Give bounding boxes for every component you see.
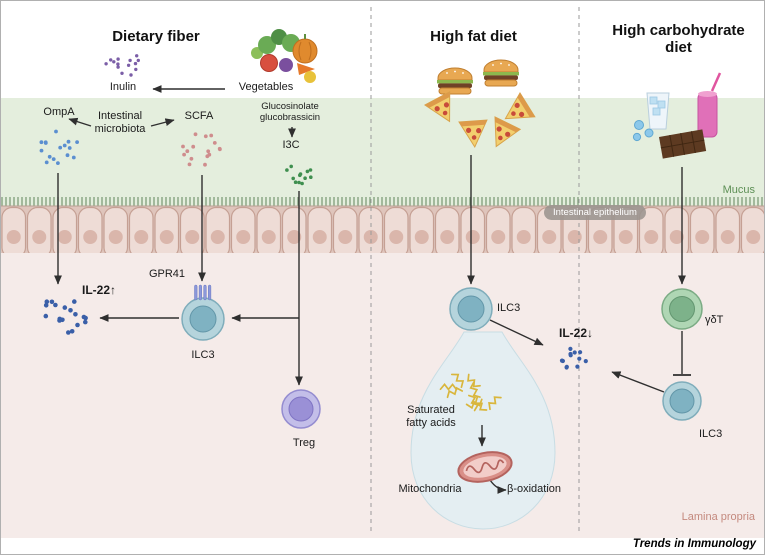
intestinal-epithelium-badge: Intestinal epithelium xyxy=(544,205,646,220)
beta-oxidation-label: β-oxidation xyxy=(507,483,562,495)
epithelium-layer xyxy=(1,206,764,253)
ilc3-label-fiber: ILC3 xyxy=(191,349,215,361)
journal-credit: Trends in Immunology xyxy=(632,538,756,550)
scfa-label: SCFA xyxy=(184,110,214,122)
gpr41-receptor-icon xyxy=(194,284,212,301)
inulin-dots xyxy=(104,54,140,77)
i3c-dots xyxy=(285,164,313,186)
scfa-dots xyxy=(181,132,222,167)
sweets-icon xyxy=(632,72,722,159)
il22-up-label: IL-22↑ xyxy=(81,283,116,297)
treg-label: Treg xyxy=(292,437,316,449)
ompa-label: OmpA xyxy=(43,106,75,118)
il22-down-label: IL-22↓ xyxy=(558,326,593,340)
brush-border-fringe xyxy=(1,197,764,206)
carb-panel-title: High carbohydrate diet xyxy=(612,22,745,57)
lamina-propria-layer xyxy=(1,253,764,538)
ilc3-label-carb: ILC3 xyxy=(699,428,723,440)
ilc3-cell-fiber xyxy=(181,297,225,341)
intestinal-microbiota-label: Intestinal microbiota xyxy=(94,110,146,135)
vegetables-icon xyxy=(251,29,318,83)
chocolate-icon xyxy=(659,129,707,159)
ilc3-cell-carb xyxy=(662,381,702,421)
i3c-label: I3C xyxy=(282,139,300,151)
glucosinolate-label: Glucosinolate glucobrassicin xyxy=(259,101,321,124)
inhibition-bar xyxy=(673,331,691,376)
inulin-label: Inulin xyxy=(109,81,137,93)
saturated-fatty-acid-squiggles xyxy=(439,373,502,412)
burger-icon xyxy=(436,67,474,95)
smoothie-icon xyxy=(697,72,722,138)
ilc3-cell-fat xyxy=(449,287,493,331)
treg-cell xyxy=(281,389,321,429)
lamina-propria-label: Lamina propria xyxy=(681,511,755,523)
arrows xyxy=(54,85,691,494)
molecule-clusters xyxy=(39,54,588,412)
il22-reduced-dots xyxy=(559,346,588,370)
magnified-cytoplasm-balloon xyxy=(410,331,556,530)
gamma-delta-t-label: γδT xyxy=(705,314,724,326)
mitochondria-label: Mitochondria xyxy=(398,483,462,495)
gamma-delta-t-cell xyxy=(661,288,703,330)
ilc3-label-fat: ILC3 xyxy=(497,302,521,314)
burger-icon xyxy=(482,59,520,87)
fiber-panel-title: Dietary fiber xyxy=(112,28,200,45)
gpr41-label: GPR41 xyxy=(148,268,186,280)
fat-panel-title: High fat diet xyxy=(430,28,517,45)
saturated-fatty-acids-label: Saturated fatty acids xyxy=(406,404,456,429)
mucus-layer xyxy=(1,98,764,206)
mitochondria-icon xyxy=(457,451,513,483)
il22-secreted-dots xyxy=(43,299,88,335)
ompa-dots xyxy=(39,129,79,166)
mucus-layer-label: Mucus xyxy=(722,184,755,196)
vegetables-label: Vegetables xyxy=(238,81,294,93)
